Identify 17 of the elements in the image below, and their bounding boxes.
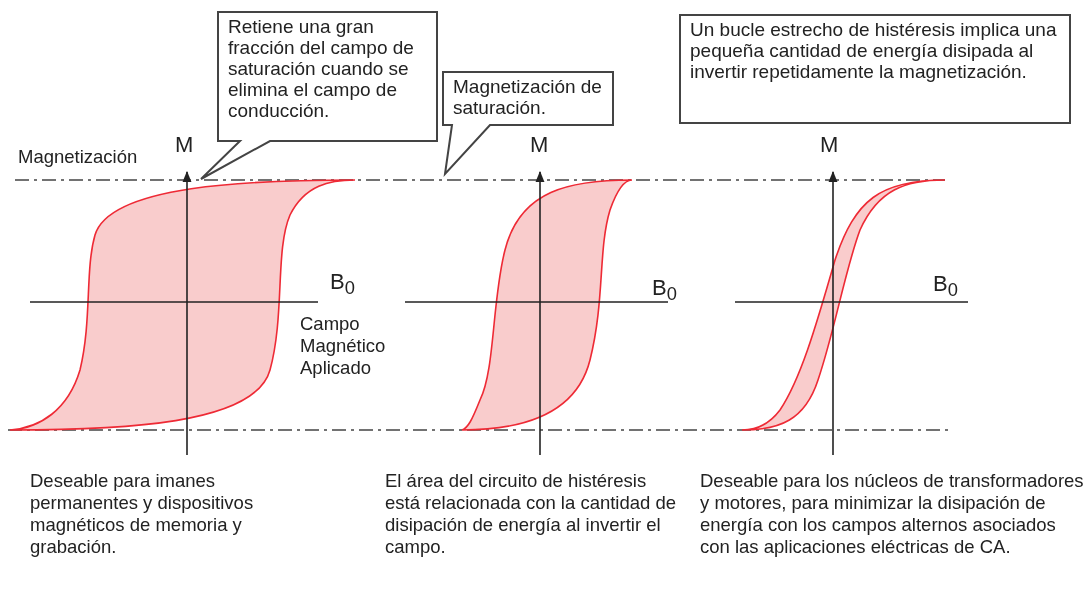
speech-bubble — [443, 72, 613, 174]
axis-label: Magnetización — [18, 146, 138, 168]
callout-box — [680, 15, 1070, 123]
axis-label: B$_{0}$ — [652, 276, 677, 307]
axis-label: M — [175, 133, 194, 157]
caption-text: Deseable para imanes permanentes y dispositivos magnéticos de memoria y grabación. — [30, 470, 255, 558]
callout-text: Un bucle estrecho de histéresis implica una pequeña cantidad de energía disipada al invertir repetidamente la magnetización. — [690, 19, 1058, 82]
axis-label: B$_{0}$ — [330, 270, 355, 301]
callout-text: Retiene una gran fracción del campo de saturación cuando se elimina el campo de conducción. — [228, 16, 415, 121]
caption-text: Deseable para los núcleos de transformadores y motores, para minimizar la disipación de energía con los campos alternos asociados con las aplicaciones eléctricas de CA. — [700, 470, 1085, 558]
axis-label: M — [530, 133, 549, 157]
axis-title: Campo Magnético Aplicado — [300, 313, 387, 379]
axis-label: B$_{0}$ — [933, 272, 958, 303]
callout-text: Magnetización de saturación. — [453, 76, 603, 118]
axis-label: M — [820, 133, 839, 157]
speech-bubble — [201, 12, 437, 179]
caption-text: El área del circuito de histéresis está relacionada con la cantidad de disipación de energía al invertir el campo. — [385, 470, 678, 558]
